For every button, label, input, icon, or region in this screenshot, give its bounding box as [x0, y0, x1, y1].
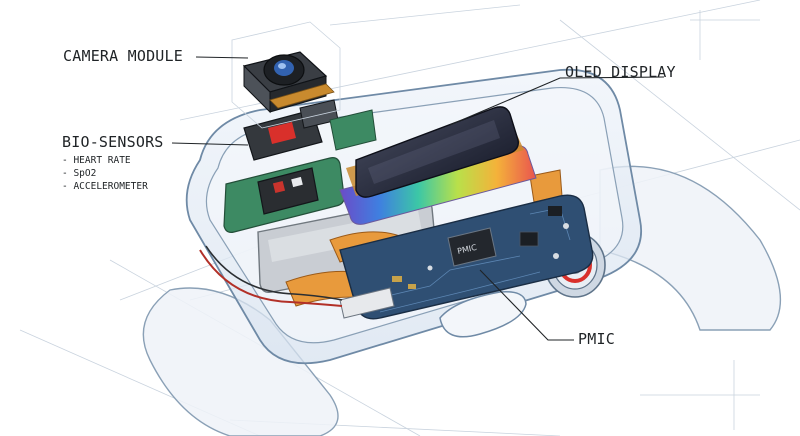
pmic-chip: PMIC — [447, 227, 497, 267]
oled-display — [339, 106, 537, 225]
side-button — [439, 291, 527, 338]
bio-sensor-item-accelerometer: - ACCELEROMETER — [62, 181, 148, 192]
sensor-flex — [329, 109, 377, 151]
camera-module-label: CAMERA MODULE — [63, 47, 183, 65]
camera-module — [242, 51, 335, 114]
camera-bounding-box — [231, 21, 341, 129]
oled-display-label: OLED DISPLAY — [565, 63, 676, 81]
bio-sensor-item-spo2: - SpO2 — [62, 168, 97, 179]
bio-sensor-item-heart-rate: - HEART RATE — [62, 155, 131, 166]
bio-sensors-label: BIO-SENSORS — [62, 133, 164, 151]
bio-sensor-module — [257, 167, 319, 215]
pmic-chip-marking: PMIC — [456, 243, 478, 256]
pcb-components — [392, 206, 569, 289]
callout-leaders — [171, 56, 665, 341]
pmic-label: PMIC — [578, 330, 615, 348]
board-connector — [199, 245, 395, 319]
bio-sensors-list: - HEART RATE - SpO2 - ACCELEROMETER — [62, 154, 148, 193]
bio-sensor-upper-layer — [243, 99, 339, 161]
watch-strap-right — [599, 165, 782, 331]
